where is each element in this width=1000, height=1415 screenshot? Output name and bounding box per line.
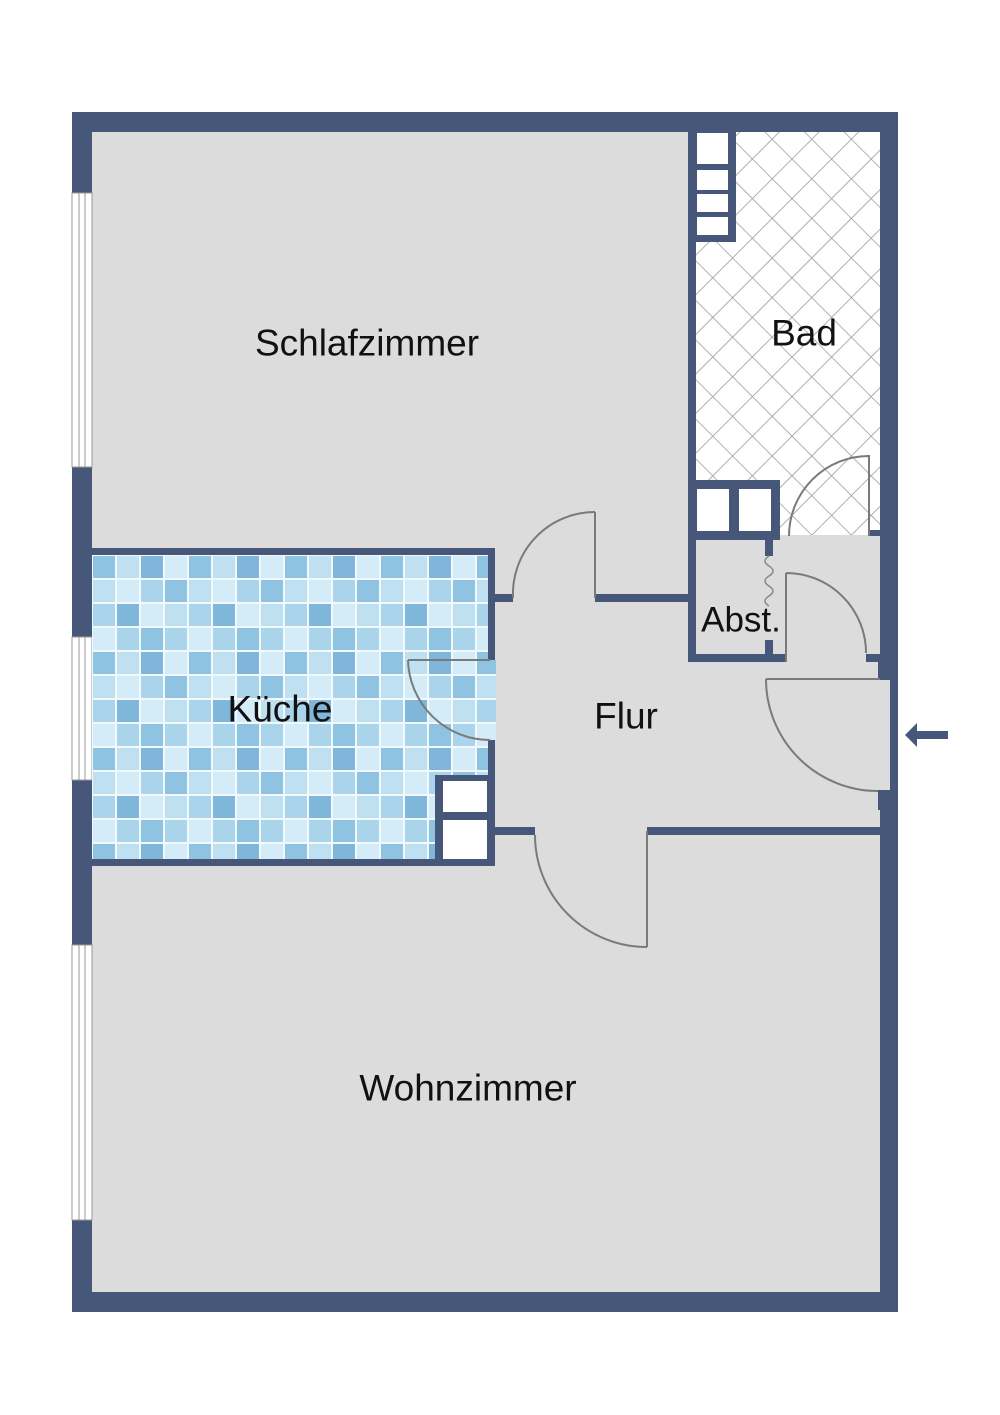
room-abstellraum xyxy=(688,536,880,662)
wall-schlafzimmer-flur xyxy=(595,594,688,602)
arrow-left-icon xyxy=(905,723,948,747)
window-kueche xyxy=(71,636,93,781)
wall-wohnzimmer-flur xyxy=(647,827,880,835)
window-wohnzimmer xyxy=(71,944,93,1221)
window-schlafzimmer xyxy=(71,192,93,468)
entrance-opening xyxy=(878,680,890,790)
label-abstellraum: Abst. xyxy=(701,600,781,640)
label-wohnzimmer: Wohnzimmer xyxy=(359,1067,577,1109)
label-kueche: Küche xyxy=(227,688,333,730)
wall-stub-kueche-schlaf xyxy=(495,594,513,602)
room-kueche xyxy=(92,548,496,866)
door-entrance xyxy=(765,660,898,810)
room-bad xyxy=(688,132,880,662)
label-schlafzimmer: Schlafzimmer xyxy=(254,322,480,364)
label-flur: Flur xyxy=(594,695,658,737)
wall-stub-kueche-wohn xyxy=(495,827,535,835)
label-bad: Bad xyxy=(771,312,837,354)
